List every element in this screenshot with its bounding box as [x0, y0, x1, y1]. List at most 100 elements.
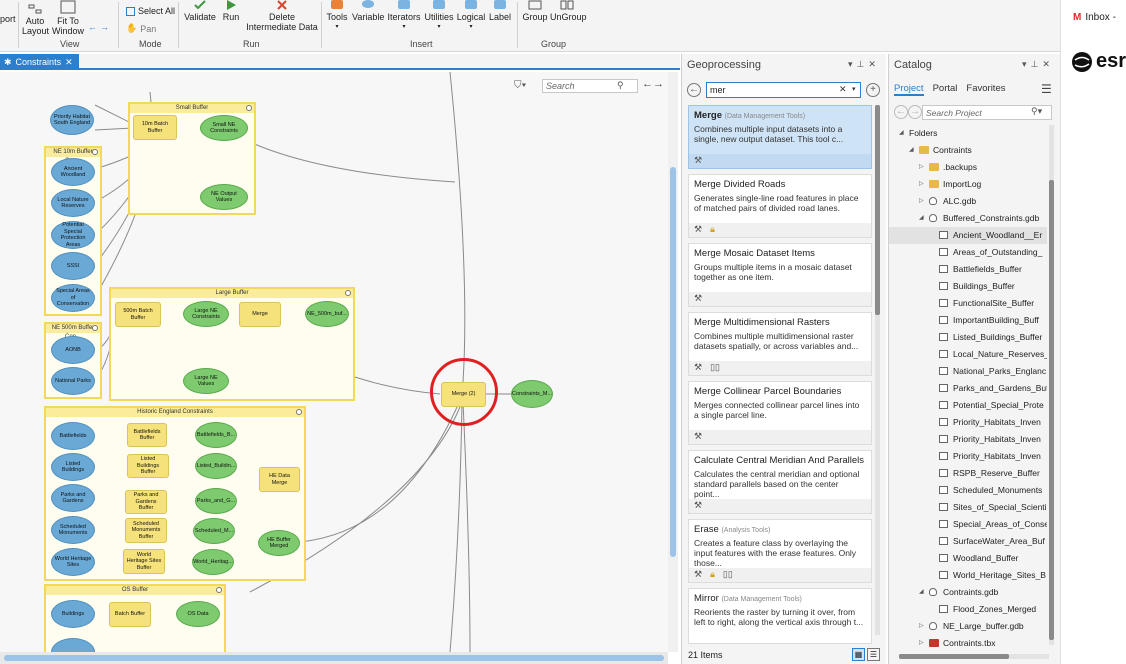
collapsed-arrow-icon[interactable]: ▷: [919, 164, 924, 170]
group-button[interactable]: Group: [520, 0, 550, 22]
nav-arrows[interactable]: ←→: [88, 22, 109, 32]
utilities-button[interactable]: Utilities▾: [423, 0, 455, 32]
node-potential-spa[interactable]: Potential Special Protection Areas: [51, 221, 95, 249]
catalog-item[interactable]: Ancient_Woodland__Er: [889, 227, 1047, 244]
expanded-arrow-icon[interactable]: ◢: [919, 215, 924, 221]
node-large-ne-values[interactable]: Large NE Values: [183, 368, 229, 394]
auto-layout-button[interactable]: Auto Layout: [22, 4, 49, 36]
catalog-item[interactable]: Special_Areas_of_Conse: [889, 516, 1047, 533]
node-national-parks[interactable]: National Parks: [51, 367, 95, 395]
catalog-horizontal-scrollbar[interactable]: [899, 654, 1049, 659]
tool-card[interactable]: Calculate Central Meridian And Parallels…: [688, 450, 872, 514]
node-battlefields[interactable]: Battlefields: [51, 422, 95, 450]
catalog-item[interactable]: Priority_Habitats_Inven: [889, 431, 1047, 448]
tool-card[interactable]: Merge Collinear Parcel Boundaries Merges…: [688, 381, 872, 445]
run-button[interactable]: Run: [220, 0, 242, 22]
node-buildings[interactable]: Buildings: [51, 600, 95, 628]
catalog-item[interactable]: World_Heritage_Sites_B: [889, 567, 1047, 584]
expanded-arrow-icon[interactable]: ◢: [899, 130, 904, 136]
tab-project[interactable]: Project: [894, 83, 924, 96]
catalog-item[interactable]: Scheduled_Monuments: [889, 482, 1047, 499]
tools-button[interactable]: Tools▾: [325, 0, 349, 32]
node-os-data[interactable]: OS Data: [176, 601, 220, 627]
node-parks-gardens-buffer[interactable]: Parks and Gardens Buffer: [125, 490, 167, 514]
catalog-item[interactable]: ▷NE_Large_buffer.gdb: [889, 618, 1047, 635]
node-world-heritage-buffer[interactable]: World Heritage Sites Buffer: [123, 549, 165, 574]
node-500m-batch-buffer[interactable]: 500m Batch Buffer: [115, 302, 161, 327]
catalog-item[interactable]: Potential_Special_Prote: [889, 397, 1047, 414]
catalog-item[interactable]: Sites_of_Special_Scienti: [889, 499, 1047, 516]
model-canvas[interactable]: Small Buffer Priority Habitat South Engl…: [0, 72, 668, 652]
node-world-heritag[interactable]: World_Heritag...: [192, 549, 234, 575]
logical-button[interactable]: Logical▾: [456, 0, 486, 32]
clear-search-icon[interactable]: ✕: [839, 84, 847, 94]
fit-to-window-button[interactable]: Fit To Window: [52, 0, 84, 36]
tool-card[interactable]: Merge Mosaic Dataset Items Groups multip…: [688, 243, 872, 307]
tool-card[interactable]: Merge Divided Roads Generates single-lin…: [688, 174, 872, 238]
node-sssi[interactable]: SSSI: [51, 252, 95, 280]
expanded-arrow-icon[interactable]: ◢: [919, 589, 924, 595]
catalog-item[interactable]: SurfaceWater_Area_Buf: [889, 533, 1047, 550]
tab-favorites[interactable]: Favorites: [966, 83, 1006, 94]
filter-icon[interactable]: ⛉▾: [514, 80, 527, 91]
collapsed-arrow-icon[interactable]: ▷: [919, 181, 924, 187]
select-all-button[interactable]: Select All: [126, 6, 175, 16]
back-icon[interactable]: ←: [687, 83, 701, 97]
node-merge[interactable]: Merge: [239, 302, 281, 327]
catalog-item[interactable]: FunctionalSite_Buffer: [889, 295, 1047, 312]
catalog-item[interactable]: Priority_Habitats_Inven: [889, 414, 1047, 431]
node-sac[interactable]: Special Areas of Conservation: [51, 284, 95, 312]
catalog-item[interactable]: RSPB_Reserve_Buffer: [889, 465, 1047, 482]
close-icon[interactable]: ✕: [1042, 59, 1050, 69]
tool-list-scrollbar[interactable]: [875, 105, 880, 635]
ungroup-button[interactable]: UnGroup: [550, 0, 587, 22]
collapse-icon[interactable]: [345, 290, 351, 296]
node-he-data-merge[interactable]: HE Data Merge: [259, 467, 300, 492]
collapse-icon[interactable]: [92, 149, 98, 155]
node-ne-output-values[interactable]: NE Output Values: [200, 184, 248, 210]
label-button[interactable]: Label: [488, 0, 512, 22]
gmail-tab[interactable]: M Inbox -: [1073, 12, 1116, 23]
tool-card[interactable]: Erase (Analysis Tools) Creates a feature…: [688, 519, 872, 583]
model-vertical-scrollbar[interactable]: [668, 72, 678, 652]
collapsed-arrow-icon[interactable]: ▷: [919, 623, 924, 629]
close-icon[interactable]: ✕: [868, 59, 876, 69]
node-battlefields-b[interactable]: Battlefields_B...: [195, 422, 237, 448]
tool-card[interactable]: Mirror (Data Management Tools) Reorients…: [688, 588, 872, 644]
export-button[interactable]: port: [0, 14, 16, 24]
node-local-nature-reserves[interactable]: Local Nature Reserves: [51, 189, 95, 217]
catalog-item[interactable]: ◢Buffered_Constraints.gdb: [889, 210, 1047, 227]
tool-card[interactable]: Merge (Data Management Tools) Combines m…: [688, 105, 872, 169]
node-he-buffer-merged[interactable]: HE Buffer Merged: [258, 530, 300, 556]
back-arrow-icon[interactable]: ←: [88, 22, 97, 32]
model-horizontal-scrollbar[interactable]: [0, 652, 668, 664]
list-view-icon[interactable]: ☰: [867, 648, 880, 661]
catalog-search-input[interactable]: Search Project: [922, 105, 1052, 120]
collapsed-arrow-icon[interactable]: ▷: [919, 198, 924, 204]
node-parks-gardens[interactable]: Parks and Gardens: [51, 484, 95, 512]
catalog-item[interactable]: National_Parks_Englanc: [889, 363, 1047, 380]
forward-arrow-icon[interactable]: →: [100, 22, 109, 32]
catalog-item[interactable]: ◢Contraints: [889, 142, 1047, 159]
catalog-item[interactable]: ◢Contraints.gdb: [889, 584, 1047, 601]
search-dropdown-icon[interactable]: ▾: [852, 86, 856, 93]
tool-search-input[interactable]: mer: [706, 82, 861, 98]
hamburger-icon[interactable]: ☰: [1041, 82, 1052, 96]
collapsed-arrow-icon[interactable]: ▷: [919, 640, 924, 646]
pin-icon[interactable]: ⊥: [856, 59, 865, 69]
collapse-icon[interactable]: [92, 325, 98, 331]
close-tab-icon[interactable]: ✕: [65, 57, 73, 67]
node-large-ne-constraints[interactable]: Large NE Constraints: [183, 301, 229, 327]
catalog-item[interactable]: Listed_Buildings_Buffer: [889, 329, 1047, 346]
catalog-item[interactable]: ▷Contraints.tbx: [889, 635, 1047, 652]
catalog-vertical-scrollbar[interactable]: [1049, 125, 1054, 645]
back-icon[interactable]: ←: [894, 105, 908, 119]
node-battlefields-buffer[interactable]: Battlefields Buffer: [127, 423, 167, 447]
model-nav-arrows[interactable]: ←→: [642, 78, 664, 90]
catalog-item[interactable]: ▷ImportLog: [889, 176, 1047, 193]
node-ne500-out[interactable]: NE_500m_buf...: [305, 301, 349, 327]
node-aonb[interactable]: AONB: [51, 336, 95, 364]
catalog-item[interactable]: Woodland_Buffer: [889, 550, 1047, 567]
collapse-icon[interactable]: [296, 409, 302, 415]
node-parks-g[interactable]: Parks_and_G...: [195, 488, 237, 514]
